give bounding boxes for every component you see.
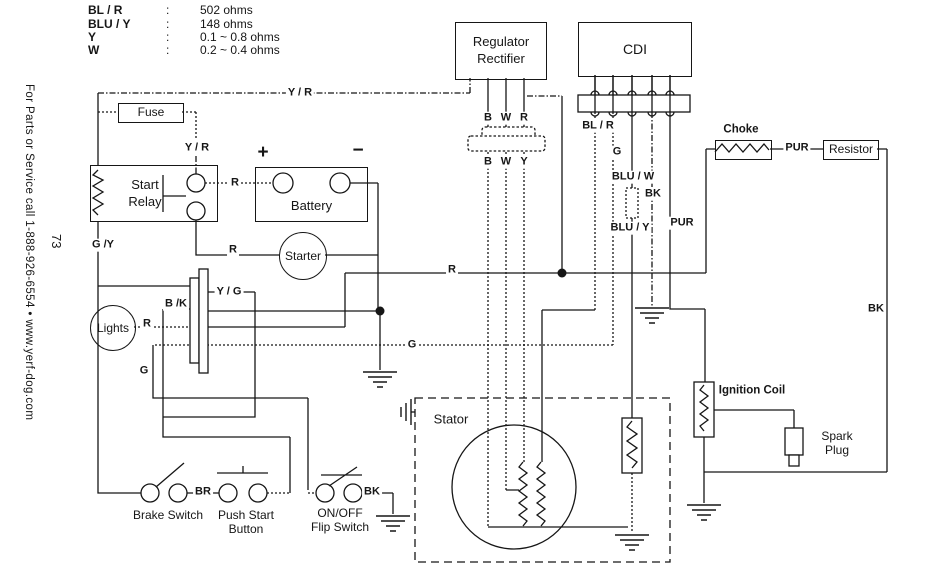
starter-circle: Starter xyxy=(279,232,327,280)
ground-symbol xyxy=(400,399,412,425)
junction-dot xyxy=(375,306,385,316)
choke-box xyxy=(715,140,772,160)
symbols-group xyxy=(91,75,804,527)
blu-wire-component xyxy=(625,187,639,219)
ground-symbol xyxy=(687,504,721,521)
cdi-label: CDI xyxy=(622,41,648,58)
stator-coil-zigzag xyxy=(517,461,529,527)
resistor-label: Resistor xyxy=(828,142,873,157)
stator-flywheel-circle xyxy=(451,424,577,550)
ground-symbol xyxy=(615,534,649,551)
stator-pickup-coil xyxy=(621,417,643,474)
spark-plug-symbol xyxy=(784,427,804,456)
cdi-connector xyxy=(577,94,691,113)
cdi-box: CDI xyxy=(578,22,692,77)
start-relay-label: Start Relay xyxy=(128,176,162,209)
lights-label: Lights xyxy=(96,321,130,335)
resistor-box: Resistor xyxy=(823,140,879,160)
regulator-rectifier-box: Regulator Rectifier xyxy=(455,22,547,80)
brake-switch-lever xyxy=(155,462,185,488)
choke-zigzag xyxy=(714,142,770,153)
junction-dots xyxy=(375,268,567,316)
grounds-group xyxy=(363,307,721,551)
stator-outline xyxy=(414,397,671,563)
starter-label: Starter xyxy=(284,249,321,263)
key-switch-bar xyxy=(189,277,200,364)
battery-box: Battery xyxy=(255,167,368,222)
stator-coil-zigzag xyxy=(535,461,547,527)
ground-symbol xyxy=(376,515,410,532)
wires-group xyxy=(97,75,888,563)
ignition-coil-symbol xyxy=(693,381,715,438)
regulator-rectifier-label: Regulator Rectifier xyxy=(472,34,530,66)
ground-symbol xyxy=(363,371,397,388)
key-switch-bar xyxy=(198,268,209,374)
relay-coil-zigzag xyxy=(91,169,105,216)
push-button-symbol xyxy=(217,466,268,474)
fuse-box: Fuse xyxy=(118,103,184,123)
flip-switch-lever xyxy=(321,466,362,487)
battery-label: Battery xyxy=(290,198,333,214)
junction-dot xyxy=(557,268,567,278)
ground-symbol xyxy=(635,307,669,324)
fuse-label: Fuse xyxy=(137,105,165,120)
